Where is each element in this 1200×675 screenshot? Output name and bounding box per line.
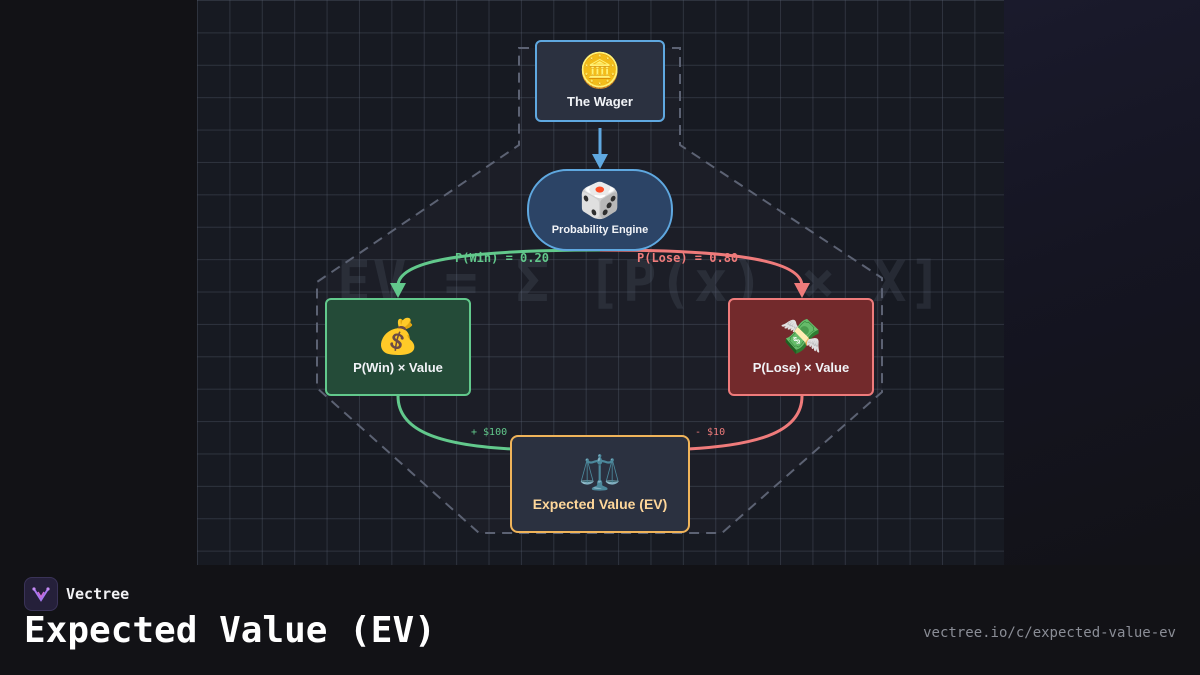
vectree-logo-icon (24, 577, 58, 611)
page-title: Expected Value (EV) (24, 610, 436, 651)
engine-node-label: Probability Engine (551, 224, 649, 236)
diagram-canvas: EV = Σ [P(x) × X] P(Win) = 0.20 P(Lose) … (197, 0, 1004, 565)
wager-node[interactable]: 🪙 The Wager (535, 40, 665, 122)
diagram-connectors (316, 47, 883, 534)
engine-to-win-edge (396, 248, 601, 287)
win-value-label: + $100 (471, 427, 508, 438)
wager-to-engine-arrowhead (592, 154, 608, 169)
wager-node-label: The Wager (567, 93, 633, 109)
lose-to-ev-edge (687, 395, 804, 451)
lose-probability-label: P(Lose) = 0.80 (637, 251, 739, 265)
coin-stack-icon: 🪙 (578, 50, 622, 91)
win-to-ev-edge (396, 395, 513, 451)
dice-icon: 🎲 (578, 181, 622, 221)
ev-node-label: Expected Value (EV) (532, 496, 668, 512)
money-bag-icon: 💰 (376, 316, 420, 357)
background-gradient (1004, 0, 1200, 565)
engine-to-win-arrowhead (390, 283, 406, 298)
page-url[interactable]: vectree.io/c/expected-value-ev (923, 625, 1176, 641)
win-probability-label: P(Win) = 0.20 (455, 251, 549, 265)
lose-node-label: P(Lose) × Value (752, 359, 850, 375)
expected-value-node[interactable]: ⚖️ Expected Value (EV) (510, 435, 690, 533)
win-node[interactable]: 💰 P(Win) × Value (325, 298, 471, 396)
win-node-label: P(Win) × Value (353, 359, 443, 375)
lose-node[interactable]: 💸 P(Lose) × Value (728, 298, 874, 396)
brand[interactable]: Vectree (24, 577, 129, 611)
engine-to-lose-edge (599, 248, 804, 287)
engine-to-lose-arrowhead (794, 283, 810, 298)
dashed-outline (316, 47, 883, 534)
probability-engine-node[interactable]: 🎲 Probability Engine (527, 169, 673, 251)
brand-name: Vectree (66, 585, 130, 603)
flying-money-icon: 💸 (779, 316, 823, 357)
lose-value-label: - $10 (695, 427, 726, 438)
balance-scale-icon: ⚖️ (578, 453, 622, 493)
